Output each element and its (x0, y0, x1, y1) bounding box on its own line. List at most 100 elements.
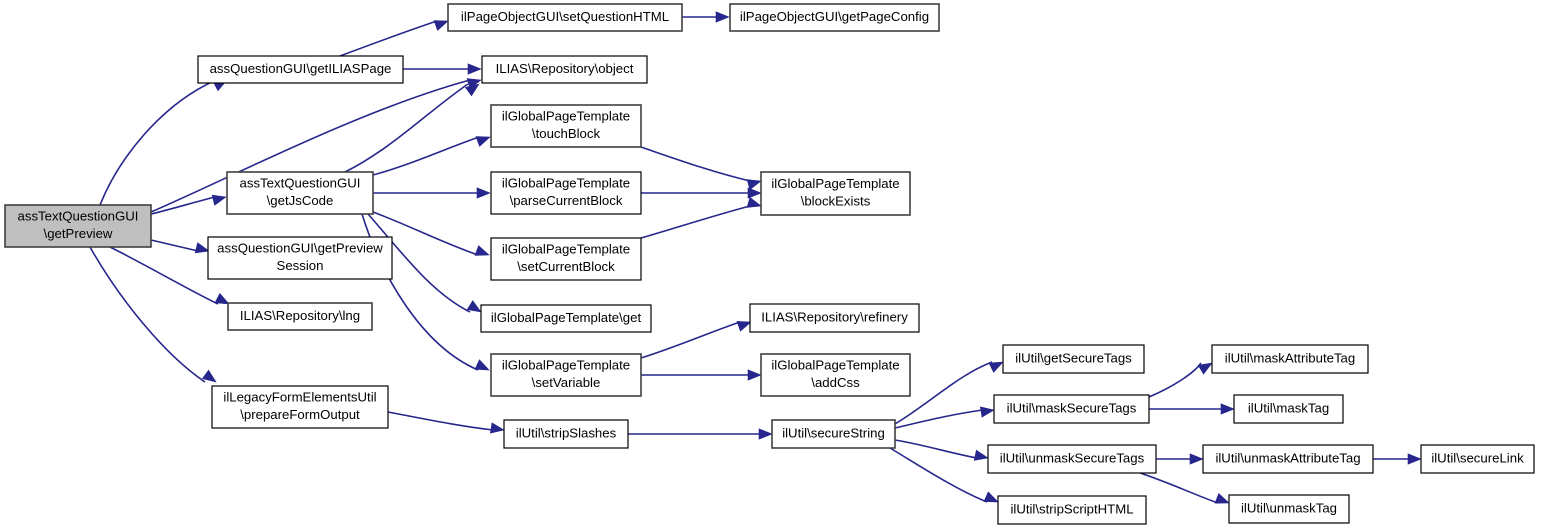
node-box-stripScriptHTML[interactable] (997, 495, 1147, 525)
node-unmaskSecureTags[interactable]: ilUtil\unmaskSecureTags (987, 444, 1157, 474)
node-label-getPreview: assTextQuestionGUI (18, 209, 139, 224)
node-setQuestionHTML[interactable]: ilPageObjectGUI\setQuestionHTML (447, 3, 683, 32)
edge-maskSecureTags-to-maskAttributeTag (1148, 362, 1202, 398)
node-getSecureTags[interactable]: ilUtil\getSecureTags (1002, 344, 1145, 374)
node-box-prepareFormOutput[interactable] (211, 385, 389, 429)
arrowhead-icon (973, 449, 989, 461)
node-box-unmaskSecureTags[interactable] (987, 444, 1157, 474)
node-repositoryObject[interactable]: ILIAS\Repository\object (481, 55, 648, 84)
node-stripSlashes[interactable]: ilUtil\stripSlashes (503, 419, 629, 449)
node-label-parseCurrentBlock: ilGlobalPageTemplate (502, 176, 630, 191)
node-label-prepareFormOutput: ilLegacyFormElementsUtil (223, 390, 376, 405)
node-maskTag[interactable]: ilUtil\maskTag (1233, 394, 1344, 424)
arrowhead-icon (1220, 403, 1235, 415)
node-box-templateGet[interactable] (480, 304, 652, 333)
edge-getILIASPage-to-setQuestionHTML (339, 20, 438, 57)
node-label-setQuestionHTML: ilPageObjectGUI\setQuestionHTML (461, 9, 669, 24)
node-label-touchBlock: ilGlobalPageTemplate (502, 109, 630, 124)
node-unmaskTag[interactable]: ilUtil\unmaskTag (1228, 494, 1350, 524)
arrowhead-icon (474, 359, 490, 371)
edge-setCurrentBlock-to-blockExists (640, 205, 751, 239)
arrowhead-icon (746, 179, 762, 191)
node-secureLink[interactable]: ilUtil\secureLink (1420, 444, 1535, 474)
node-box-blockExists[interactable] (760, 171, 911, 216)
node-box-unmaskTag[interactable] (1228, 494, 1350, 524)
node-setCurrentBlock[interactable]: ilGlobalPageTemplate \setCurrentBlock (490, 237, 642, 281)
edge-touchBlock-to-blockExists (640, 146, 751, 182)
node-box-getPreview[interactable] (4, 204, 152, 248)
node-box-getPageConfig[interactable] (729, 3, 940, 32)
node-unmaskAttributeTag[interactable]: ilUtil\unmaskAttributeTag (1202, 444, 1374, 474)
node-label-parseCurrentBlock: \parseCurrentBlock (510, 193, 623, 208)
node-label-getJsCode: \getJsCode (267, 193, 334, 208)
node-stripScriptHTML[interactable]: ilUtil\stripScriptHTML (997, 495, 1147, 525)
arrowhead-icon (211, 194, 227, 206)
node-box-secureLink[interactable] (1420, 444, 1535, 474)
arrowhead-icon (476, 187, 491, 199)
node-box-maskSecureTags[interactable] (993, 394, 1150, 424)
node-box-parseCurrentBlock[interactable] (490, 171, 642, 215)
node-label-unmaskTag: ilUtil\unmaskTag (1241, 500, 1337, 515)
edge-getPreview-to-prepareFormOutput (89, 246, 206, 383)
node-templateGet[interactable]: ilGlobalPageTemplate\get (480, 304, 652, 333)
node-label-maskAttributeTag: ilUtil\maskAttributeTag (1225, 350, 1355, 365)
node-label-unmaskAttributeTag: ilUtil\unmaskAttributeTag (1215, 450, 1360, 465)
edge-getPreview-to-repositoryLng (109, 246, 219, 305)
node-parseCurrentBlock[interactable]: ilGlobalPageTemplate \parseCurrentBlock (490, 171, 642, 215)
node-box-getPreviewSession[interactable] (207, 236, 393, 280)
node-box-repositoryObject[interactable] (481, 55, 648, 84)
arrowhead-icon (747, 369, 762, 381)
node-box-setVariable[interactable] (490, 353, 642, 397)
node-label-setCurrentBlock: ilGlobalPageTemplate (502, 242, 630, 257)
node-getPageConfig[interactable]: ilPageObjectGUI\getPageConfig (729, 3, 940, 32)
node-setVariable[interactable]: ilGlobalPageTemplate\setVariable (490, 353, 642, 397)
node-box-getILIASPage[interactable] (197, 55, 404, 84)
node-maskSecureTags[interactable]: ilUtil\maskSecureTags (993, 394, 1150, 424)
edge-secureString-to-getSecureTags (894, 361, 993, 425)
node-repositoryLng[interactable]: ILIAS\Repository\lng (227, 302, 373, 331)
node-box-unmaskAttributeTag[interactable] (1202, 444, 1374, 474)
node-secureString[interactable]: ilUtil\secureString (771, 419, 896, 449)
node-box-setQuestionHTML[interactable] (447, 3, 683, 32)
arrowhead-icon (214, 292, 230, 305)
node-addCss[interactable]: ilGlobalPageTemplate \addCss (760, 353, 911, 397)
node-label-getPageConfig: ilPageObjectGUI\getPageConfig (740, 9, 929, 24)
node-box-touchBlock[interactable] (490, 104, 642, 148)
node-box-addCss[interactable] (760, 353, 911, 397)
node-label-setCurrentBlock: \setCurrentBlock (517, 259, 615, 274)
node-maskAttributeTag[interactable]: ilUtil\maskAttributeTag (1211, 344, 1369, 374)
node-label-addCss: ilGlobalPageTemplate (771, 358, 899, 373)
node-getPreview[interactable]: assTextQuestionGUI\getPreview (4, 204, 152, 248)
arrowhead-icon (747, 187, 762, 199)
arrowhead-icon (1189, 453, 1204, 465)
node-touchBlock[interactable]: ilGlobalPageTemplate\touchBlock (490, 104, 642, 148)
node-blockExists[interactable]: ilGlobalPageTemplate\blockExists (760, 171, 911, 216)
node-refinery[interactable]: ILIAS\Repository\refinery (749, 303, 920, 333)
edge-secureString-to-unmaskSecureTags (894, 439, 978, 459)
node-label-getILIASPage: assQuestionGUI\getILIASPage (210, 61, 392, 76)
node-getJsCode[interactable]: assTextQuestionGUI\getJsCode (226, 171, 374, 215)
node-box-getJsCode[interactable] (226, 171, 374, 215)
node-label-addCss: \addCss (811, 375, 860, 390)
node-box-maskTag[interactable] (1233, 394, 1344, 424)
arrowhead-icon (979, 406, 995, 418)
node-label-prepareFormOutput: \prepareFormOutput (240, 407, 360, 422)
edge-getJsCode-to-setCurrentBlock (372, 211, 479, 256)
edge-unmaskSecureTags-to-unmaskTag (1139, 472, 1219, 504)
node-label-getPreviewSession: assQuestionGUI\getPreview (217, 241, 383, 256)
node-box-repositoryLng[interactable] (227, 302, 373, 331)
arrowhead-icon (1214, 492, 1230, 504)
node-label-blockExists: ilGlobalPageTemplate (771, 176, 899, 191)
node-box-secureString[interactable] (771, 419, 896, 449)
node-box-stripSlashes[interactable] (503, 419, 629, 449)
node-box-refinery[interactable] (749, 303, 920, 333)
node-getILIASPage[interactable]: assQuestionGUI\getILIASPage (197, 55, 404, 84)
edge-prepareFormOutput-to-stripSlashes (387, 411, 494, 431)
node-box-getSecureTags[interactable] (1002, 344, 1145, 374)
node-prepareFormOutput[interactable]: ilLegacyFormElementsUtil \prepareFormOutp… (211, 385, 389, 429)
edge-getJsCode-to-touchBlock (372, 136, 480, 176)
edge-secureString-to-maskSecureTags (894, 409, 984, 429)
node-box-setCurrentBlock[interactable] (490, 237, 642, 281)
node-box-maskAttributeTag[interactable] (1211, 344, 1369, 374)
